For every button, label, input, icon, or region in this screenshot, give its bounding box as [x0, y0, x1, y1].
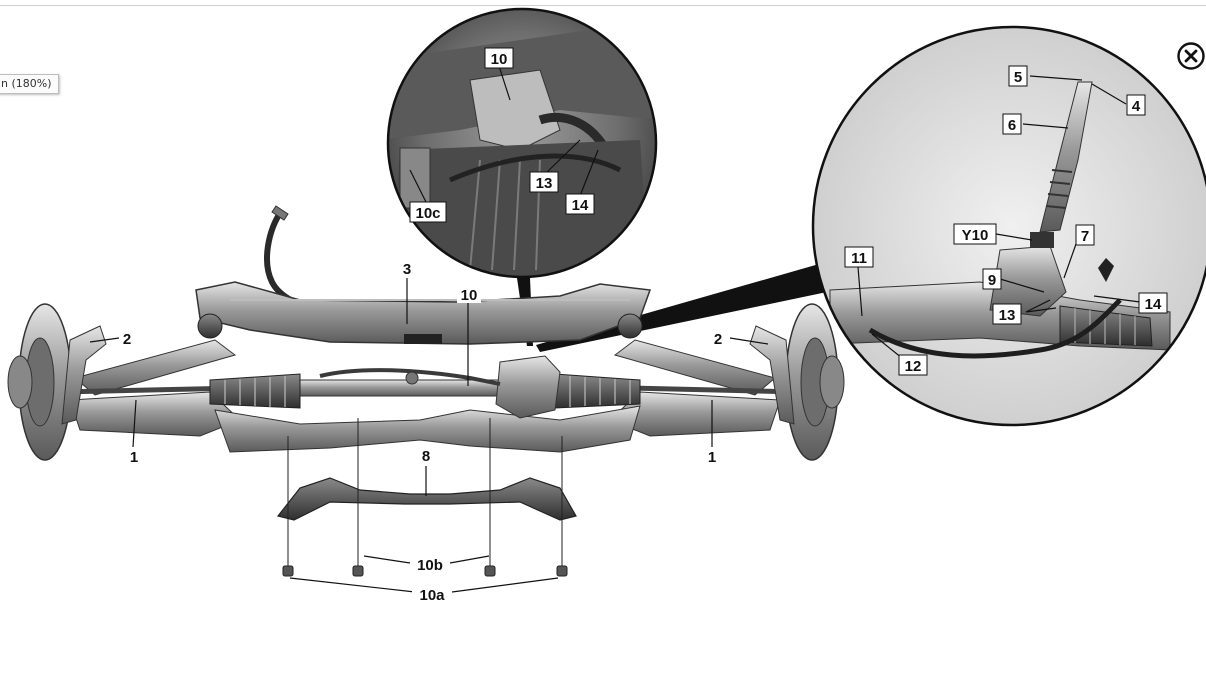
label-part-12: 12 — [905, 358, 922, 375]
right-detail-labels: 5 4 6 Y10 7 9 11 14 13 12 — [844, 65, 1168, 376]
label-tie-rod-left: 2 — [123, 331, 131, 348]
detail-view-right — [811, 25, 1206, 427]
label-detail-line-13: 13 — [536, 175, 553, 192]
close-button[interactable] — [1175, 40, 1206, 72]
top-divider — [0, 5, 1206, 6]
close-circle-icon — [1177, 42, 1205, 70]
label-detail-bracket: 10c — [415, 205, 440, 222]
label-tie-rod-left-1: 1 — [130, 449, 138, 466]
label-line-14: 14 — [1145, 296, 1162, 313]
detail-pointer-right — [536, 262, 846, 352]
label-steering-gear: 10 — [461, 287, 478, 304]
label-bolts-10b: 10b — [417, 557, 443, 574]
label-bolt-5: 5 — [1014, 69, 1022, 86]
label-detail-steering-gear: 10 — [491, 51, 508, 68]
label-bolts-10a: 10a — [419, 587, 445, 604]
label-joint-4: 4 — [1132, 98, 1141, 115]
main-view-labels: 2 2 1 1 3 10 8 10b 10a — [119, 259, 726, 604]
label-connector-y10: Y10 — [962, 227, 989, 244]
label-part-11: 11 — [851, 250, 867, 267]
zoom-level-badge: n (180%) — [0, 74, 59, 94]
label-shaft-6: 6 — [1008, 117, 1016, 134]
label-line-13: 13 — [999, 307, 1016, 324]
label-steering-knuckle-right: 2 — [714, 331, 722, 348]
top-detail-labels: 10 13 14 10c — [409, 47, 595, 223]
label-tie-rod-right-1: 1 — [708, 449, 716, 466]
front-axle-assembly — [7, 205, 845, 593]
label-subframe: 3 — [403, 261, 411, 278]
label-part-7: 7 — [1081, 228, 1089, 245]
label-cross-member: 8 — [422, 448, 430, 465]
label-part-9: 9 — [988, 272, 996, 289]
label-detail-line-14: 14 — [572, 197, 589, 214]
detail-view-top — [386, 7, 658, 279]
